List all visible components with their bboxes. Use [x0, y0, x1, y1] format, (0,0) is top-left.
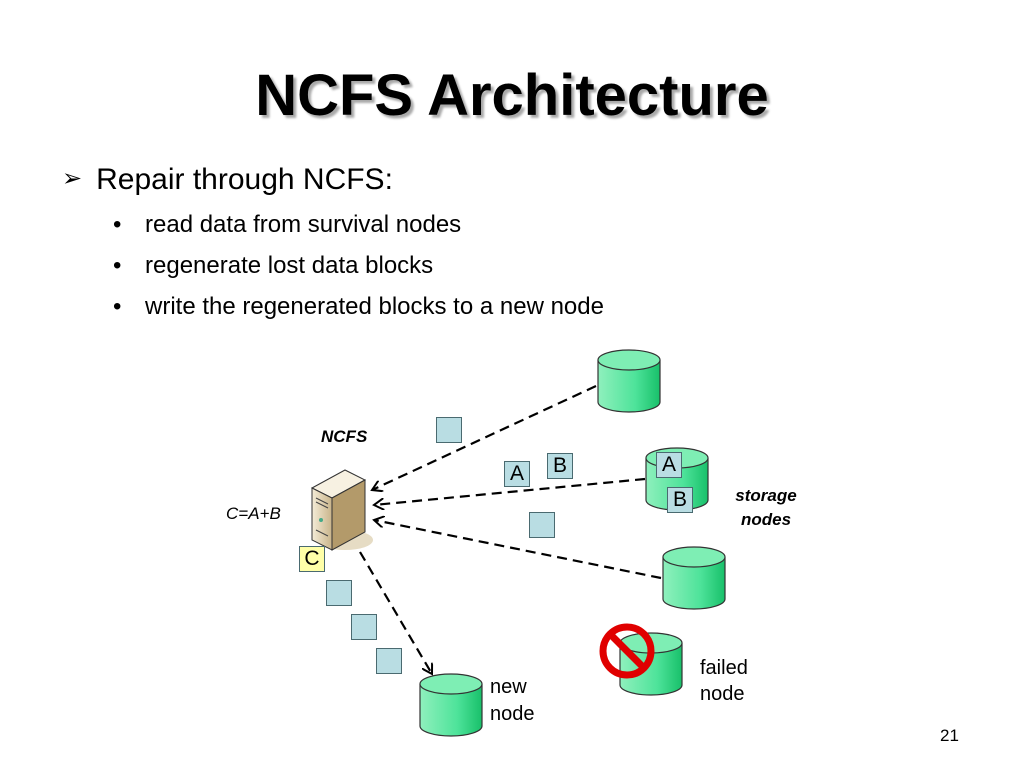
- data-block: [529, 512, 555, 538]
- sub-bullet-text: regenerate lost data blocks: [145, 252, 434, 279]
- data-flow-arrow: [374, 520, 662, 580]
- data-flow-arrow: [374, 477, 646, 505]
- sub-bullet-text: write the regenerated blocks to a new no…: [145, 293, 604, 320]
- main-bullet-text: Repair through NCFS:: [96, 163, 393, 196]
- data-block: [351, 614, 377, 640]
- page-number: 21: [940, 726, 959, 745]
- formula-label: C=A+B: [226, 504, 281, 523]
- storage-node-cylinder: [597, 349, 661, 413]
- ncfs-label: NCFS: [321, 427, 368, 446]
- data-flow-arrow: [372, 385, 597, 490]
- stored-block-b: B: [667, 487, 693, 513]
- sub-bullet: •write the regenerated blocks to a new n…: [113, 293, 604, 320]
- data-block: [436, 417, 462, 443]
- data-block: [376, 648, 402, 674]
- new-node-cylinder: [419, 673, 483, 737]
- prohibited-icon: [599, 623, 655, 679]
- sub-bullet-text: read data from survival nodes: [145, 211, 462, 238]
- data-block-a: A: [504, 461, 530, 487]
- arrow-bullet-icon: ➢: [62, 165, 83, 192]
- sub-bullet: •regenerate lost data blocks: [113, 252, 434, 279]
- data-block-c: C: [299, 546, 325, 572]
- write-flow-arrow: [359, 551, 432, 674]
- storage-node-cylinder: [662, 546, 726, 610]
- data-block-b: B: [547, 453, 573, 479]
- server-icon: [310, 469, 373, 551]
- main-bullet: ➢ Repair through NCFS:: [62, 163, 393, 197]
- stored-block-a: A: [656, 452, 682, 478]
- data-block: [326, 580, 352, 606]
- sub-bullet: •read data from survival nodes: [113, 211, 462, 238]
- slide-title: NCFS Architecture: [255, 63, 769, 128]
